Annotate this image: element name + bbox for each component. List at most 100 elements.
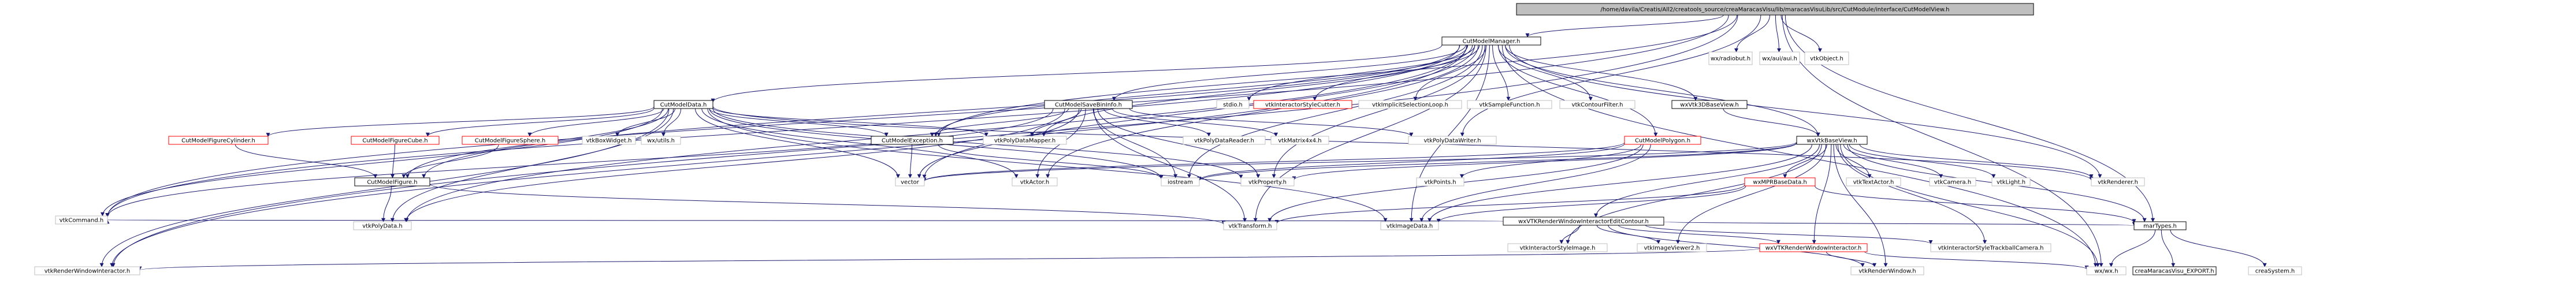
node-creasystem[interactable]: creaSystem.h [2248, 266, 2302, 275]
edge-cutmodelexception-to-vector [908, 144, 913, 178]
node-label-wxauiaui: wx/aui/aui.h [1762, 56, 1797, 62]
node-label-cutmodelpolygon: CutModelPolygon.h [1635, 138, 1690, 144]
node-vtkinteractorstyleimage[interactable]: vtkInteractorStyleImage.h [1507, 243, 1608, 252]
node-vtkmatrix4x4[interactable]: vtkMatrix4x4.h [1270, 136, 1329, 145]
node-box-creamaracasvisuexport [2132, 266, 2217, 275]
node-box-cutmodelfigurecube [351, 136, 440, 145]
node-box-vtkpoints [1416, 177, 1464, 186]
node-vtkactor[interactable]: vtkActor.h [1012, 177, 1058, 186]
node-label-vtkpolydatawriter: vtkPolyDataWriter.h [1423, 138, 1481, 144]
node-vtkrenderwindow[interactable]: vtkRenderWindow.h [1850, 266, 1924, 275]
edge-wxvtkbaseview-to-vtkproperty [1292, 143, 1797, 181]
node-label-vtkinteractorstyletrackballcamera: vtkInteractorStyleTrackballCamera.h [1938, 245, 2044, 252]
node-vtkcontourfilter[interactable]: vtkContourFilter.h [1559, 100, 1635, 109]
node-wxmprbasedata[interactable]: wxMPRBaseData.h [1744, 177, 1816, 186]
node-cutmodeldata[interactable]: CutModelData.h [653, 100, 713, 109]
edge-wxvtkbaseview-to-vtkcamera [1843, 144, 1943, 178]
node-vtkobject[interactable]: vtkObject.h [1804, 51, 1849, 65]
node-martypes[interactable]: marTypes.h [2133, 221, 2187, 230]
edge-cutmodelmanager-to-cutmodeldata [711, 44, 1443, 103]
edge-cutmodelmanager-to-vtkcommand [105, 44, 1460, 217]
node-vtkpolydatamapper[interactable]: vtkPolyDataMapper.h [983, 136, 1067, 145]
edge-cutmodeldata-to-vector [694, 108, 900, 178]
edge-cutmodelexception-to-iostream [938, 144, 1164, 180]
node-label-wxvtkbaseview: wxVtkBaseView.h [1806, 138, 1857, 144]
node-creamaracasvisuexport[interactable]: creaMaracasVisu_EXPORT.h [2132, 266, 2217, 275]
node-vtkpolydatawriter[interactable]: vtkPolyDataWriter.h [1408, 136, 1497, 145]
edge-cutmodelmanager-to-vtkpolydata [404, 44, 1468, 222]
node-vtkpoints[interactable]: vtkPoints.h [1416, 177, 1464, 186]
edge-cutmodelmanager-to-vtktransform [1253, 44, 1486, 222]
node-label-wxvtk3dbaseview: wxVtk3DBaseView.h [1680, 102, 1738, 109]
node-label-vtkinteractorstyleimage: vtkInteractorStyleImage.h [1520, 245, 1596, 252]
edge-cutmodeldata-to-vtkimagedata [707, 108, 1388, 222]
edge-root-to-vtkpolydatawriter [1460, 14, 1761, 137]
node-vtktransform[interactable]: vtkTransform.h [1223, 221, 1277, 230]
node-wxvtkrenderwindowinteractor[interactable]: wxVTKRenderWindowInteractor.h [1759, 243, 1868, 252]
node-vtkinteractorstyletrackballcamera[interactable]: vtkInteractorStyleTrackballCamera.h [1930, 243, 2051, 252]
node-vtkrenderwindowinteractor[interactable]: vtkRenderWindowInteractor.h [34, 266, 140, 275]
node-vtksamplefunction[interactable]: vtkSampleFunction.h [1467, 100, 1552, 109]
node-cutmodelfiguresphere[interactable]: CutModelFigureSphere.h [462, 136, 559, 145]
edge-cutmodeldata-to-vtkpolydatamapper [712, 107, 988, 137]
node-wxvtkbaseview[interactable]: wxVtkBaseView.h [1796, 136, 1868, 145]
node-cutmodelmanager[interactable]: CutModelManager.h [1441, 36, 1541, 46]
node-iostream[interactable]: iostream [1161, 177, 1200, 186]
node-cutmodelexception[interactable]: CutModelException.h [871, 136, 954, 145]
edge-cutmodelmanager-to-vtkcontourfilter [1497, 44, 1593, 101]
node-vtkcamera[interactable]: vtkCamera.h [1929, 177, 1976, 186]
node-box-vtkproperty [1240, 177, 1295, 186]
node-vtkinteractorstylecutter[interactable]: vtkInteractorStyleCutter.h [1253, 100, 1352, 109]
node-stdioh[interactable]: stdio.h [1216, 100, 1250, 109]
node-cutmodelfigure[interactable]: CutModelFigure.h [354, 177, 430, 186]
node-label-vtkactor: vtkActor.h [1020, 180, 1050, 186]
edge-cutmodelmanager-to-vtkimagedata [1409, 44, 1490, 222]
edge-wxvtkrenderwindowinteractor-to-vtkrenderwindowinteractor [138, 248, 1760, 271]
edge-cutmodelmanager-to-vector [922, 44, 1475, 179]
node-box-wxmprbasedata [1744, 177, 1816, 186]
node-box-creasystem [2248, 266, 2302, 275]
node-vtklight[interactable]: vtkLight.h [1991, 177, 2031, 186]
node-wxwx[interactable]: wx/wx.h [2086, 266, 2127, 275]
node-wxauiaui[interactable]: wx/aui/aui.h [1759, 51, 1800, 65]
edge-wxvtkbaseview-to-vtktextactor [1835, 144, 1872, 178]
node-vtkimagedata[interactable]: vtkImageData.h [1380, 221, 1439, 230]
node-box-vtkobject [1804, 51, 1849, 65]
node-wxvtk3dbaseview[interactable]: wxVtk3DBaseView.h [1671, 100, 1748, 109]
node-wxvtkrenderwindowinteractoreditcontour[interactable]: wxVTKRenderWindowInteractorEditContour.h [1503, 217, 1664, 226]
node-wxradiobut[interactable]: wx/radiobut.h [1708, 51, 1753, 65]
node-label-vtklight: vtkLight.h [1997, 180, 2025, 186]
node-vtkrenderer[interactable]: vtkRenderer.h [2091, 177, 2145, 186]
node-wxutils[interactable]: wx/utils.h [641, 136, 681, 145]
node-label-vtksamplefunction: vtkSampleFunction.h [1479, 102, 1540, 109]
node-vtktextactor[interactable]: vtkTextActor.h [1846, 177, 1901, 186]
node-label-creasystem: creaSystem.h [2255, 268, 2295, 275]
node-vtkpolydata[interactable]: vtkPolyData.h [353, 221, 412, 230]
node-box-vtkpolydatawriter [1408, 136, 1497, 145]
node-cutmodelsavebininfo[interactable]: CutModelSaveBinInfo.h [1044, 100, 1133, 109]
node-box-vtkinteractorstyleimage [1507, 243, 1608, 252]
edge-root-to-vtkobject [1780, 14, 1822, 53]
node-root[interactable]: /home/davila/Creatis/All2/creatools_sour… [1516, 3, 2034, 16]
node-label-cutmodeldata: CutModelData.h [660, 102, 707, 109]
edge-wxvtkrenderwindowinteractoreditcontour-to-wxvtkrenderwindowinteractor [1618, 225, 1780, 244]
node-vtkcommand[interactable]: vtkCommand.h [55, 215, 108, 225]
edge-wxvtkrenderwindowinteractoreditcontour-to-vtkinteractorstyletrackballcamera [1645, 225, 1933, 244]
node-cutmodelfigurecube[interactable]: CutModelFigureCube.h [351, 136, 440, 145]
node-box-wxutils [641, 136, 681, 145]
node-cutmodelfigurecylinder[interactable]: CutModelFigureCylinder.h [168, 136, 269, 145]
node-vector[interactable]: vector [895, 177, 925, 186]
node-vtkboxwidget[interactable]: vtkBoxWidget.h [582, 136, 636, 145]
node-cutmodelpolygon[interactable]: CutModelPolygon.h [1624, 136, 1701, 145]
node-label-vtkrenderer: vtkRenderer.h [2098, 180, 2138, 186]
node-box-martypes [2133, 221, 2187, 230]
node-vtkimplicitselectionloop[interactable]: vtkImplicitSelectionLoop.h [1358, 100, 1462, 109]
node-label-wxmprbasedata: wxMPRBaseData.h [1753, 180, 1806, 186]
node-label-vtkpolydatamapper: vtkPolyDataMapper.h [994, 138, 1055, 144]
node-vtkproperty[interactable]: vtkProperty.h [1240, 177, 1295, 186]
node-vtkimageviewer2[interactable]: vtkImageViewer2.h [1637, 243, 1707, 252]
node-label-cutmodelfigurecylinder: CutModelFigureCylinder.h [181, 138, 255, 144]
node-vtkpolydatareader[interactable]: vtkPolyDataReader.h [1183, 136, 1266, 145]
node-label-vector: vector [901, 180, 920, 186]
